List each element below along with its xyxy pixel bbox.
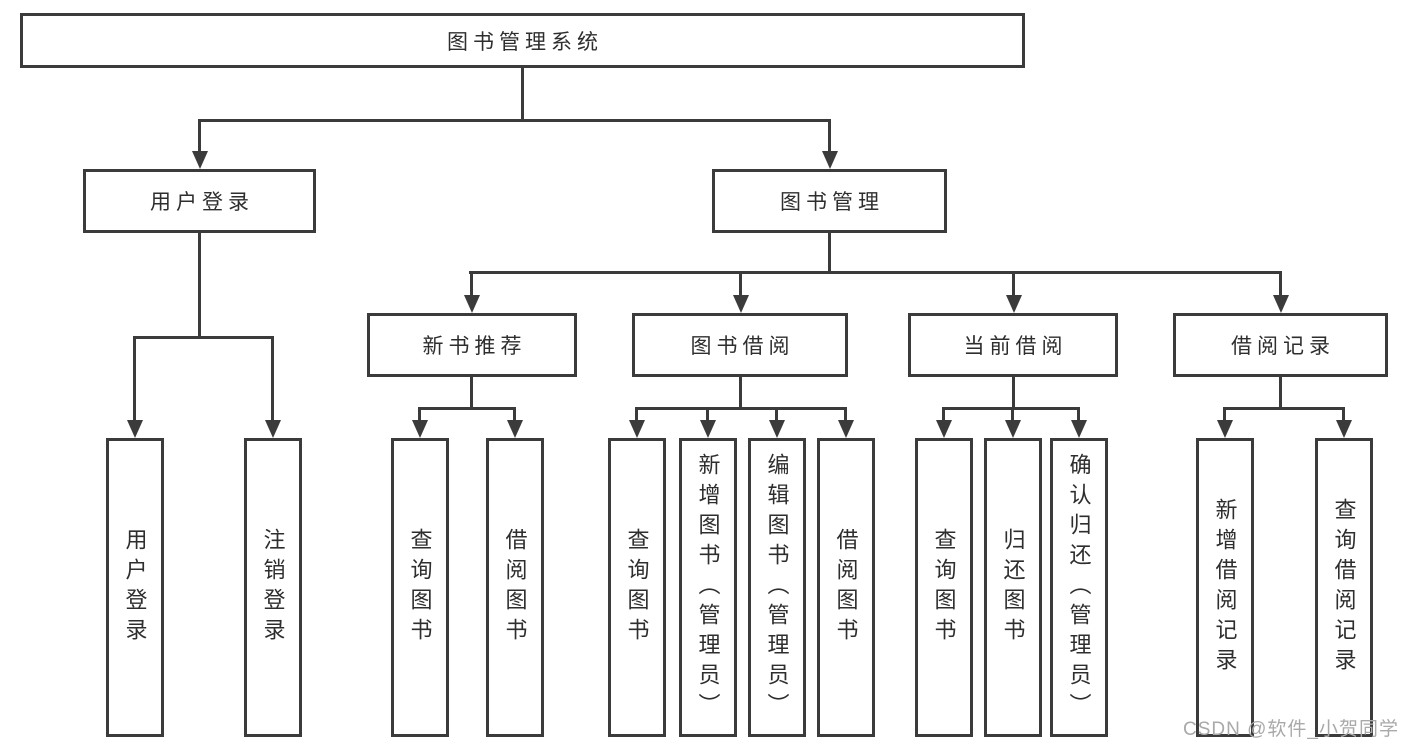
leaf-label: 借阅图书 <box>502 527 528 648</box>
arrow-head <box>821 151 838 169</box>
connector-line-v <box>133 336 136 420</box>
node-label: 用户登录 <box>150 191 254 214</box>
connector-line-v <box>1012 271 1015 295</box>
leaf-label: 查询图书 <box>624 527 650 648</box>
connector-line-v <box>844 407 847 421</box>
arrow-head <box>1070 420 1087 438</box>
leaf-add-book-admin: 新增图书（管理员） <box>678 438 737 737</box>
arrow-head <box>1272 295 1289 313</box>
connector-line-v <box>1279 376 1282 409</box>
connector-line-v <box>1223 407 1226 421</box>
connector-line-v <box>198 232 201 337</box>
connector-line-v <box>1012 376 1015 409</box>
node-label: 图书管理系统 <box>447 30 603 54</box>
arrow-head <box>126 420 143 438</box>
leaf-query-borrow-record: 查询借阅记录 <box>1314 438 1373 737</box>
leaf-label: 查询借阅记录 <box>1331 497 1357 678</box>
leaf-label: 查询图书 <box>407 527 433 648</box>
node-label: 借阅记录 <box>1231 335 1335 358</box>
leaf-confirm-return-admin: 确认归还（管理员） <box>1049 438 1108 737</box>
node-library-system: 图书管理系统 <box>20 13 1025 68</box>
connector-line-v <box>1077 407 1080 421</box>
leaf-user-login: 用户登录 <box>105 438 164 737</box>
connector-line-v <box>470 271 473 295</box>
connector-line-v <box>828 232 831 272</box>
node-label: 新书推荐 <box>422 335 527 358</box>
connector-line-v <box>521 66 524 120</box>
node-user-login: 用户登录 <box>83 169 316 233</box>
leaf-label: 新增借阅记录 <box>1212 497 1238 678</box>
arrow-head <box>837 420 854 438</box>
connector-line-h <box>635 407 847 410</box>
leaf-label: 注销登录 <box>260 527 286 648</box>
connector-line-h <box>133 336 274 339</box>
leaf-query-books-1: 查询图书 <box>390 438 449 737</box>
leaf-edit-book-admin: 编辑图书（管理员） <box>747 438 806 737</box>
arrow-head <box>506 420 523 438</box>
connector-line-v <box>198 119 201 151</box>
connector-line-v <box>513 407 516 421</box>
arrow-head <box>732 295 749 313</box>
arrow-head <box>1335 420 1352 438</box>
connector-line-v <box>828 119 831 151</box>
connector-line-v <box>470 376 473 409</box>
leaf-borrow-books-2: 借阅图书 <box>816 438 875 737</box>
connector-line-v <box>942 407 945 421</box>
node-label: 图书借阅 <box>690 335 795 358</box>
leaf-return-book: 归还图书 <box>983 438 1042 737</box>
connector-line-v <box>1279 271 1282 295</box>
arrow-head <box>191 151 208 169</box>
leaf-label: 确认归还（管理员） <box>1066 452 1092 723</box>
connector-line-v <box>418 407 421 421</box>
node-current-borrow: 当前借阅 <box>908 313 1118 377</box>
arrow-head <box>1004 420 1021 438</box>
connector-line-v <box>271 336 274 420</box>
arrow-head <box>628 420 645 438</box>
node-label: 图书管理 <box>780 191 884 214</box>
arrow-head <box>699 420 716 438</box>
node-book-borrow: 图书借阅 <box>632 313 848 377</box>
leaf-query-books-3: 查询图书 <box>914 438 973 737</box>
connector-line-h <box>418 407 516 410</box>
leaf-query-books-2: 查询图书 <box>607 438 666 737</box>
connector-line-v <box>739 376 742 409</box>
watermark: CSDN @软件_小贺同学 <box>1183 719 1399 740</box>
connector-line-v <box>775 407 778 421</box>
arrow-head <box>1216 420 1233 438</box>
node-book-management: 图书管理 <box>712 169 947 233</box>
leaf-add-borrow-record: 新增借阅记录 <box>1195 438 1254 737</box>
arrow-head <box>411 420 428 438</box>
leaf-logout: 注销登录 <box>243 438 302 737</box>
arrow-head <box>463 295 480 313</box>
arrow-head <box>264 420 281 438</box>
connector-line-v <box>635 407 638 421</box>
node-borrow-records: 借阅记录 <box>1173 313 1388 377</box>
node-new-book-recommend: 新书推荐 <box>367 313 577 377</box>
node-label: 当前借阅 <box>963 335 1068 358</box>
connector-line-v <box>706 407 709 421</box>
connector-line-v <box>1342 407 1345 421</box>
connector-line-h <box>1223 407 1345 410</box>
connector-line-h <box>198 119 831 122</box>
leaf-label: 用户登录 <box>122 527 148 648</box>
connector-line-v <box>1011 407 1014 421</box>
leaf-borrow-books-1: 借阅图书 <box>485 438 544 737</box>
leaf-label: 新增图书（管理员） <box>695 452 721 723</box>
connector-line-h <box>469 271 1282 274</box>
connector-line-v <box>739 271 742 295</box>
leaf-label: 借阅图书 <box>833 527 859 648</box>
leaf-label: 归还图书 <box>1000 527 1026 648</box>
arrow-head <box>768 420 785 438</box>
leaf-label: 查询图书 <box>931 527 957 648</box>
leaf-label: 编辑图书（管理员） <box>764 452 790 723</box>
arrow-head <box>935 420 952 438</box>
arrow-head <box>1005 295 1022 313</box>
